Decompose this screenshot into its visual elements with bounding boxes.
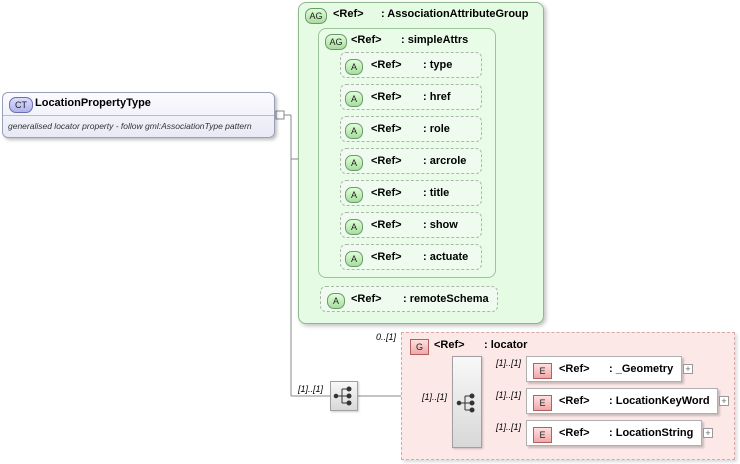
element-badge-icon: E [533, 363, 552, 379]
attribute-ref: <Ref> [371, 155, 402, 167]
ag-name: : AssociationAttributeGroup [381, 8, 529, 20]
attribute-name: : show [423, 219, 458, 231]
attribute-badge-icon: A [327, 293, 345, 309]
element-badge-icon: E [533, 395, 552, 411]
attribute-name: : role [423, 123, 450, 135]
complex-type-box[interactable]: CT LocationPropertyType generalised loca… [2, 92, 275, 138]
expand-icon[interactable]: + [703, 428, 713, 438]
attribute-name: : remoteSchema [403, 293, 489, 305]
sequence-cardinality: [1]..[1] [298, 384, 324, 394]
attribute-role[interactable]: A <Ref> : role [340, 116, 482, 142]
attribute-type[interactable]: A <Ref> : type [340, 52, 482, 78]
attribute-show[interactable]: A <Ref> : show [340, 212, 482, 238]
sequence-icon [333, 386, 352, 406]
element-cardinality: [1]..[1] [496, 422, 522, 432]
attribute-arcrole[interactable]: A <Ref> : arcrole [340, 148, 482, 174]
attribute-badge-icon: A [345, 155, 363, 171]
ag-ref: <Ref> [333, 8, 364, 20]
element-name: : LocationString [609, 427, 694, 439]
choice-cardinality: [1]..[1] [422, 392, 448, 402]
attribute-title[interactable]: A <Ref> : title [340, 180, 482, 206]
attribute-actuate[interactable]: A <Ref> : actuate [340, 244, 482, 270]
choice-compositor[interactable] [452, 356, 482, 448]
attribute-ref: <Ref> [351, 293, 382, 305]
group-ref: <Ref> [434, 339, 465, 351]
attribute-name: : actuate [423, 251, 469, 263]
attribute-name: : arcrole [423, 155, 467, 167]
attribute-name: : title [423, 187, 450, 199]
ag-badge-icon: AG [325, 34, 347, 50]
attribute-ref: <Ref> [371, 123, 402, 135]
element-cardinality: [1]..[1] [496, 358, 522, 368]
attribute-badge-icon: A [345, 251, 363, 267]
attribute-badge-icon: A [345, 187, 363, 203]
attribute-ref: <Ref> [371, 91, 402, 103]
element-ref: <Ref> [559, 395, 590, 407]
element-name: : _Geometry [609, 363, 674, 375]
element-badge-icon: E [533, 427, 552, 443]
attribute-remote-schema[interactable]: A <Ref> : remoteSchema [320, 286, 498, 312]
attribute-href[interactable]: A <Ref> : href [340, 84, 482, 110]
attribute-name: : href [423, 91, 451, 103]
ct-badge-icon: CT [9, 97, 33, 113]
element-geometry[interactable]: E <Ref> : _Geometry [526, 356, 682, 382]
complex-type-name: LocationPropertyType [35, 97, 151, 109]
expand-icon[interactable]: + [683, 364, 693, 374]
attribute-badge-icon: A [345, 219, 363, 235]
attribute-ref: <Ref> [371, 251, 402, 263]
group-badge-icon: G [410, 339, 429, 355]
sequence-icon [456, 393, 475, 413]
complex-type-header: CT LocationPropertyType [3, 93, 274, 116]
attribute-badge-icon: A [345, 91, 363, 107]
element-location-string[interactable]: E <Ref> : LocationString [526, 420, 702, 446]
element-location-keyword[interactable]: E <Ref> : LocationKeyWord [526, 388, 718, 414]
attribute-ref: <Ref> [371, 187, 402, 199]
attribute-badge-icon: A [345, 59, 363, 75]
attribute-name: : type [423, 59, 453, 71]
group-cardinality: 0..[1] [376, 332, 397, 342]
attribute-ref: <Ref> [371, 219, 402, 231]
simple-attrs-ref: <Ref> [351, 34, 382, 46]
element-name: : LocationKeyWord [609, 395, 710, 407]
element-ref: <Ref> [559, 363, 590, 375]
attribute-badge-icon: A [345, 123, 363, 139]
complex-type-description: generalised locator property - follow gm… [8, 121, 252, 131]
ag-badge-icon: AG [305, 8, 327, 24]
element-ref: <Ref> [559, 427, 590, 439]
element-cardinality: [1]..[1] [496, 390, 522, 400]
simple-attrs-name: : simpleAttrs [401, 34, 469, 46]
sequence-compositor[interactable] [330, 381, 358, 411]
attribute-ref: <Ref> [371, 59, 402, 71]
expand-icon[interactable]: + [719, 396, 729, 406]
group-name: : locator [484, 339, 528, 351]
